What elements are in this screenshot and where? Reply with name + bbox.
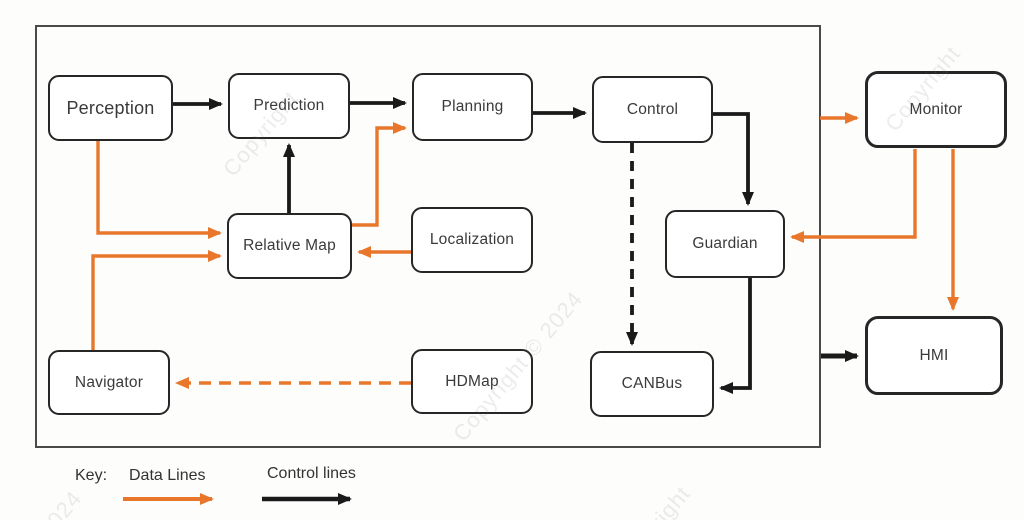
node-relative-map: Relative Map xyxy=(227,213,352,279)
node-prediction: Prediction xyxy=(228,73,350,139)
node-perception-label: Perception xyxy=(66,97,155,118)
node-planning-label: Planning xyxy=(441,98,504,115)
legend-key-label: Key: xyxy=(75,467,108,484)
node-relative-map-label: Relative Map xyxy=(243,237,336,254)
node-hmi-label: HMI xyxy=(919,346,949,364)
node-guardian: Guardian xyxy=(665,210,785,278)
node-guardian-label: Guardian xyxy=(692,235,758,252)
watermark-text: Copyright xyxy=(610,481,696,520)
node-planning: Planning xyxy=(412,73,533,141)
node-control: Control xyxy=(592,76,713,143)
legend-data-lines-label: Data Lines xyxy=(129,467,206,484)
node-hmi: HMI xyxy=(865,316,1003,395)
node-prediction-label: Prediction xyxy=(253,97,325,114)
node-canbus: CANBus xyxy=(590,351,714,417)
node-navigator: Navigator xyxy=(48,350,170,415)
node-monitor: Monitor xyxy=(865,71,1007,148)
watermark-text: © 2024 xyxy=(18,486,88,520)
node-hdmap-label: HDMap xyxy=(445,372,499,390)
node-localization: Localization xyxy=(411,207,533,273)
node-control-label: Control xyxy=(626,100,679,118)
node-localization-label: Localization xyxy=(429,231,515,248)
legend-control-lines-label: Control lines xyxy=(267,465,356,482)
node-monitor-label: Monitor xyxy=(909,100,963,118)
node-perception: Perception xyxy=(48,75,173,141)
node-hdmap: HDMap xyxy=(411,349,533,414)
node-navigator-label: Navigator xyxy=(74,373,144,391)
node-canbus-label: CANBus xyxy=(621,375,683,392)
